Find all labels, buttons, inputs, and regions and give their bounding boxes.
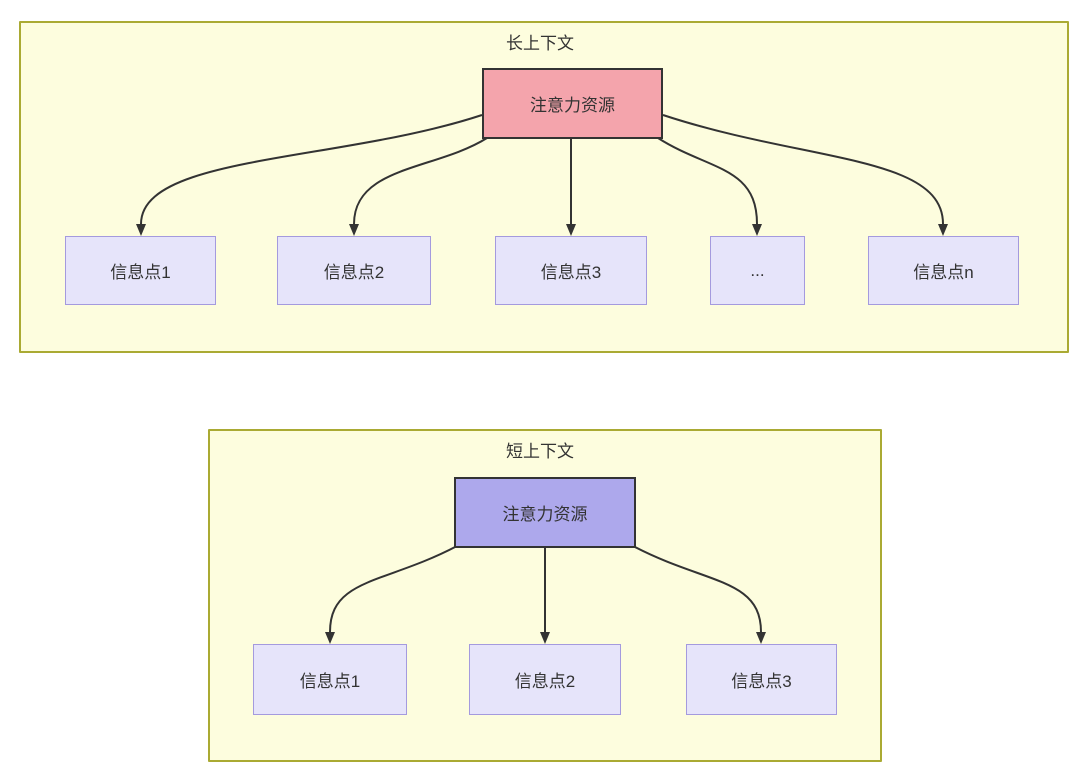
long-info-node-2: 信息点2 <box>277 236 431 305</box>
long-info-node-n: 信息点n <box>868 236 1019 305</box>
long-info-node-ellipsis: ... <box>710 236 805 305</box>
short-attention-node: 注意力资源 <box>454 477 636 548</box>
short-info-node-1: 信息点1 <box>253 644 407 715</box>
long-info-node-1: 信息点1 <box>65 236 216 305</box>
long-attention-node: 注意力资源 <box>482 68 663 139</box>
short-info-node-2: 信息点2 <box>469 644 621 715</box>
long-info-node-3: 信息点3 <box>495 236 647 305</box>
short-info-node-3: 信息点3 <box>686 644 837 715</box>
